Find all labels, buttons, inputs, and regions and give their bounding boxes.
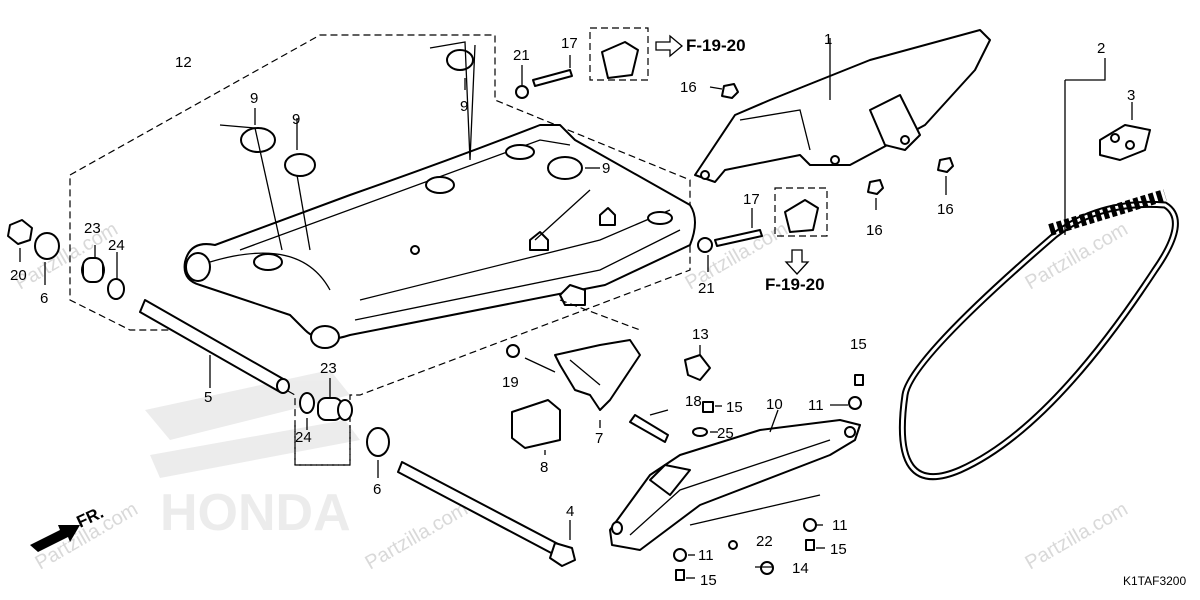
- callout-14: 14: [792, 560, 809, 577]
- drive-chain: [898, 58, 1179, 481]
- callout-9: 9: [460, 98, 468, 115]
- ref-mid: F-19-20: [765, 275, 825, 294]
- grommet-leaders: [219, 41, 600, 251]
- callout-1: 1: [824, 31, 832, 48]
- chain-slider: [609, 409, 861, 551]
- honda-text: HONDA: [160, 484, 351, 542]
- callout-15: 15: [850, 336, 867, 353]
- callout-9: 9: [250, 90, 258, 107]
- callout-15: 15: [700, 572, 717, 589]
- callout-21: 21: [513, 47, 530, 64]
- callout-17: 17: [743, 191, 760, 208]
- callout-11: 11: [698, 547, 714, 564]
- callout-11: 11: [832, 517, 848, 534]
- callout-12: 12: [175, 54, 192, 71]
- honda-background: HONDA: [145, 370, 360, 542]
- watermark: Partzilla.com: [1022, 218, 1132, 294]
- chain-case-fasteners: [515, 55, 954, 272]
- callout-19: 19: [502, 374, 519, 391]
- pivot-hardware-left: [7, 219, 125, 300]
- callout-16: 16: [866, 222, 883, 239]
- callout-25: 25: [717, 425, 734, 442]
- callout-18: 18: [685, 393, 702, 410]
- callout-10: 10: [766, 396, 783, 413]
- callout-9: 9: [602, 160, 610, 177]
- callout-24: 24: [108, 237, 125, 254]
- callout-17: 17: [561, 35, 578, 52]
- callout-16: 16: [680, 79, 697, 96]
- callout-3: 3: [1127, 87, 1135, 104]
- chain-guide: [506, 299, 711, 455]
- callout-6: 6: [40, 290, 48, 307]
- callout-15: 15: [830, 541, 847, 558]
- fasteners: [673, 374, 864, 581]
- callout-24: 24: [295, 429, 312, 446]
- callout-8: 8: [540, 459, 548, 476]
- callout-23: 23: [84, 220, 101, 237]
- callout-23: 23: [320, 360, 337, 377]
- callout-4: 4: [566, 503, 574, 520]
- callout-21: 21: [698, 280, 715, 297]
- callout-20: 20: [10, 267, 27, 284]
- callout-16: 16: [937, 201, 954, 218]
- watermark: Partzilla.com: [362, 498, 472, 574]
- callout-6: 6: [373, 481, 381, 498]
- callout-13: 13: [692, 326, 709, 343]
- callout-15: 15: [726, 399, 743, 416]
- watermark: Partzilla.com: [1022, 498, 1132, 574]
- pivot-pipe: [139, 299, 290, 394]
- front-arrow-icon: [30, 525, 80, 552]
- callout-22: 22: [756, 533, 773, 550]
- callout-7: 7: [595, 430, 603, 447]
- callout-2: 2: [1097, 40, 1105, 57]
- pivot-hardware-right: [294, 378, 390, 478]
- callout-9: 9: [292, 111, 300, 128]
- ref-top: F-19-20: [686, 36, 746, 55]
- pivot-bolt: [397, 461, 576, 567]
- callouts: 1 2 3 4 5 6 6 7 8 9 9 9 9 10 11 11 11 12…: [10, 31, 1135, 589]
- rubber-pads: [589, 27, 828, 237]
- swingarm-group-outline: [69, 34, 691, 466]
- diagram-code: K1TAF3200: [1123, 574, 1186, 588]
- chain-case: [694, 29, 991, 183]
- callout-5: 5: [204, 389, 212, 406]
- ref-arrows: [655, 34, 810, 275]
- callout-11: 11: [808, 397, 824, 414]
